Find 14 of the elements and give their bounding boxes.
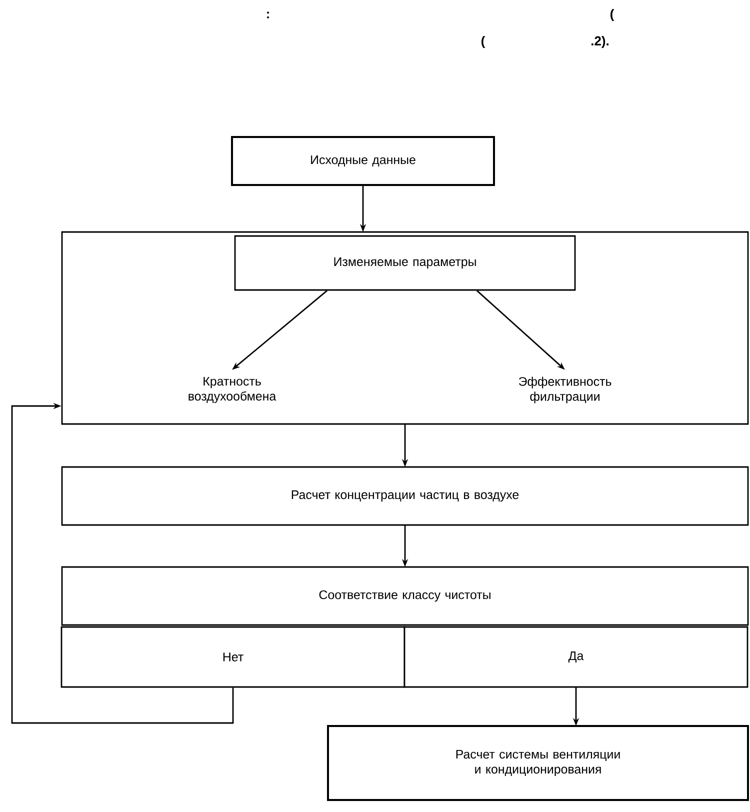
heading-fragment: : (267, 12, 269, 18)
heading-fragment: ( (610, 8, 614, 22)
process-box: Расчет концентрации частиц в воздухе (61, 466, 749, 526)
process-box: Да (404, 626, 748, 688)
process-box: Изменяемые параметры (234, 235, 576, 291)
process-box: Нет (60, 626, 406, 688)
process-box: Расчет системы вентиляции и кондиционирования (327, 725, 749, 801)
heading-fragment: .2). (592, 36, 608, 48)
parameter-label: Кратность воздухообмена (188, 376, 276, 404)
parameter-label: Эффективность фильтрации (518, 376, 612, 404)
heading-fragment: ( (481, 36, 486, 48)
process-box: Исходные данные (231, 136, 495, 186)
process-box: Соответствие классу чистоты (61, 566, 749, 626)
arrow (11, 402, 234, 724)
